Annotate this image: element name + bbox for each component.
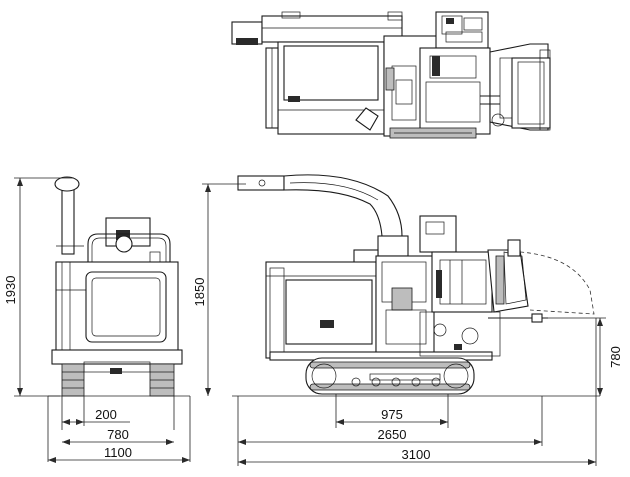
dim-track-span: 780	[107, 427, 129, 442]
dim-infeed-height: 780	[608, 346, 623, 368]
dim-track-width: 200	[95, 407, 117, 422]
front-view	[48, 176, 190, 397]
top-view	[231, 11, 551, 139]
dim-overall-width: 1100	[104, 445, 132, 460]
dim-overall-height: 1930	[3, 276, 18, 305]
dim-chute-height: 1850	[192, 278, 207, 307]
dimension-lines	[14, 177, 606, 466]
dim-track-length: 2650	[378, 427, 407, 442]
dim-overall-length: 3100	[402, 447, 431, 462]
dim-track-contact-length: 975	[381, 407, 403, 422]
side-view	[232, 174, 600, 397]
dimension-labels: 1930 1850 780 200 780 1100 975 2650 3100	[3, 276, 623, 462]
